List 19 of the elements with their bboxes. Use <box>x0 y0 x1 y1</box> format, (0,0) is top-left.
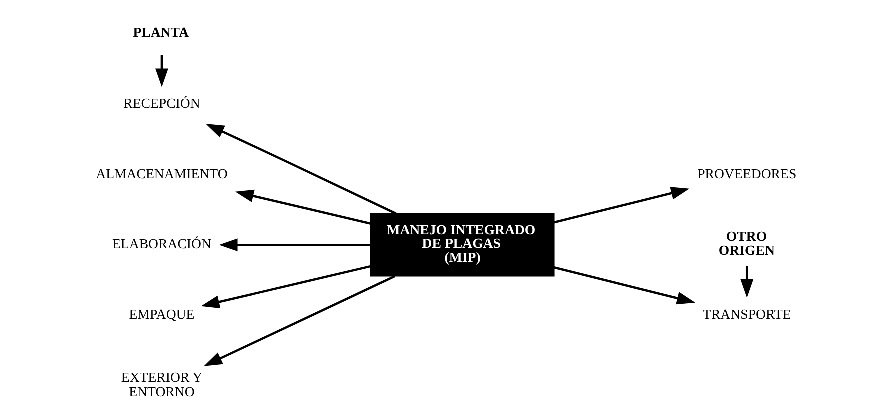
node-text: TRANSPORTE <box>703 306 792 322</box>
arrow <box>206 124 397 214</box>
arrow <box>219 238 372 252</box>
arrow <box>235 189 372 224</box>
node-text: ALMACENAMIENTO <box>96 166 228 181</box>
arrow <box>554 186 690 224</box>
arrow <box>156 54 168 87</box>
arrow <box>201 264 372 308</box>
arrow <box>740 265 754 298</box>
node-text: RECEPCIÓN <box>124 96 200 111</box>
arrow <box>204 274 396 366</box>
node-text: EMPAQUE <box>129 306 195 322</box>
arrow <box>554 266 696 304</box>
node-text: PLANTA <box>133 24 189 40</box>
node-text: OTRO ORIGEN <box>718 228 775 258</box>
node-text: ELABORACIÓN <box>112 236 212 252</box>
node-box: MANEJO INTEGRADO DE PLAGAS (MIP) <box>370 212 555 276</box>
node-text: PROVEEDORES <box>698 166 797 181</box>
node-text: EXTERIOR Y ENTORNO <box>121 369 203 400</box>
